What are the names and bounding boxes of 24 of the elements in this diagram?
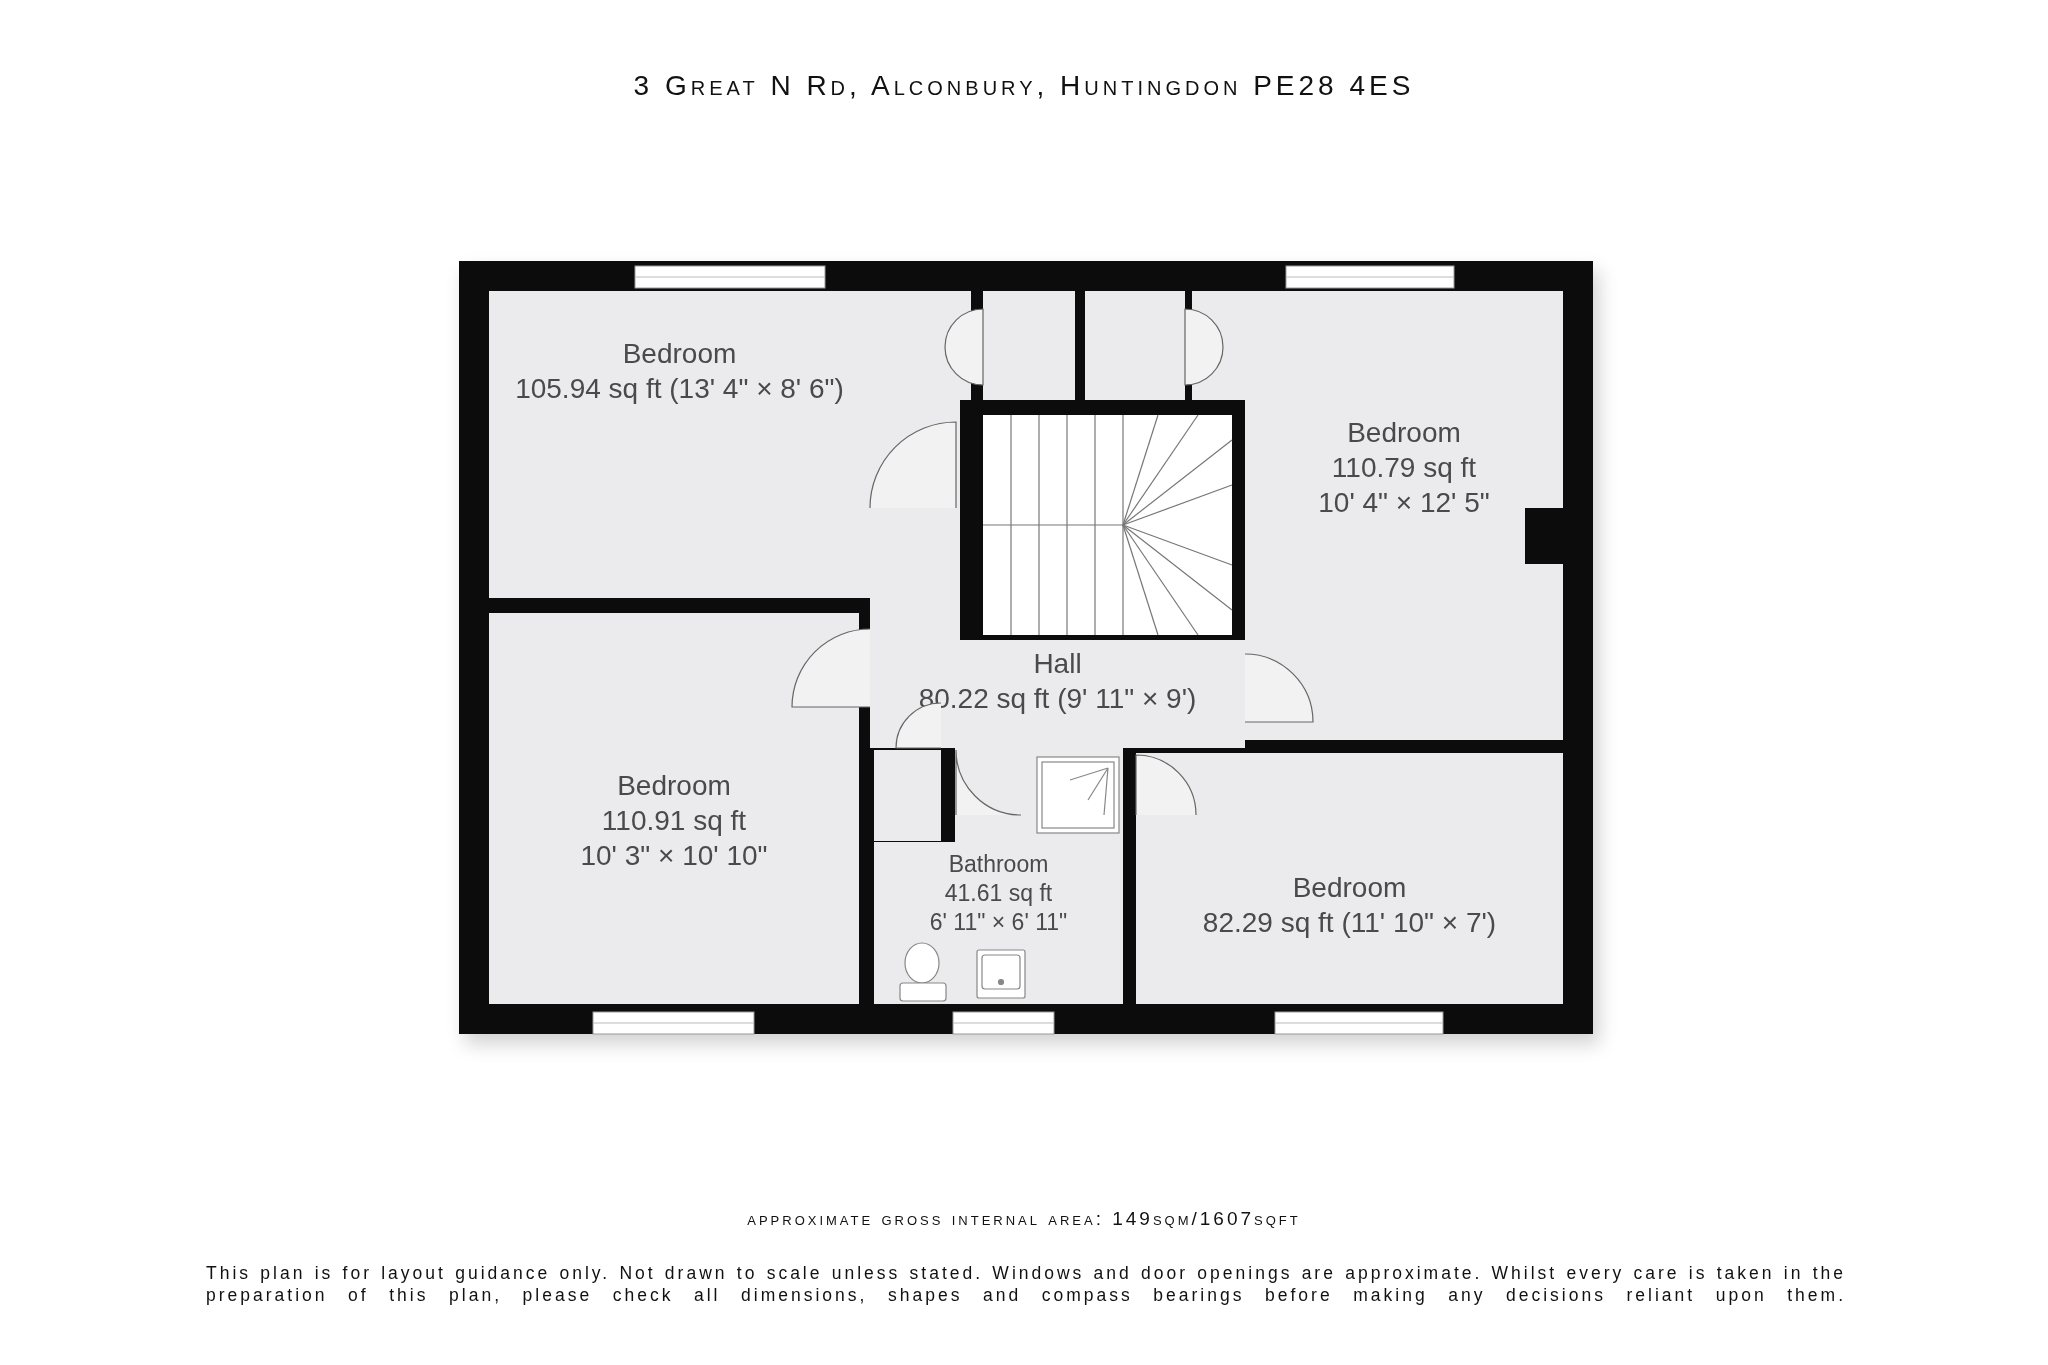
room-name: Hall [1033,647,1082,681]
room-area: 82.29 sq ft (11' 10" × 7') [1202,905,1497,940]
room-dimensions: 10' 3" × 10' 10" [580,839,768,873]
room-area: 110.79 sq ft [1331,450,1477,485]
room-name: Bathroom [948,850,1049,879]
room-area: 105.94 sq ft (13' 4" × 8' 6") [515,371,844,406]
closet [1085,291,1185,400]
room-name: Bedroom [617,769,731,803]
room-name: Bedroom [1292,871,1407,905]
closet [983,291,1075,400]
room-name: Bedroom [622,337,737,371]
closet [874,750,941,841]
room [489,291,870,598]
room-area: 110.91 sq ft [601,803,747,838]
room-name: Bedroom [1347,416,1461,450]
room-area: 41.61 sq ft [944,878,1053,908]
room [489,613,859,1004]
area-note: approximate gross internal area: 149sqm/1607sqft [747,1208,1301,1230]
room [870,640,1245,748]
disclaimer-text: This plan is for layout guidance only. Not drawn to scale unless stated. Windows and door openings are approximate. Whilst every care is taken in the preparation of this plan, please check all dimensions, shapes and compass bearings before making any decisions reliant upon them. [206,1262,1846,1306]
room-dimensions: 10' 4" × 12' 5" [1318,486,1490,520]
room-dimensions: 6' 11" × 6' 11" [929,907,1068,937]
address-title: 3 Great N Rd, Alconbury, Huntingdon PE28 4ES [633,70,1415,102]
room [1136,753,1563,1004]
